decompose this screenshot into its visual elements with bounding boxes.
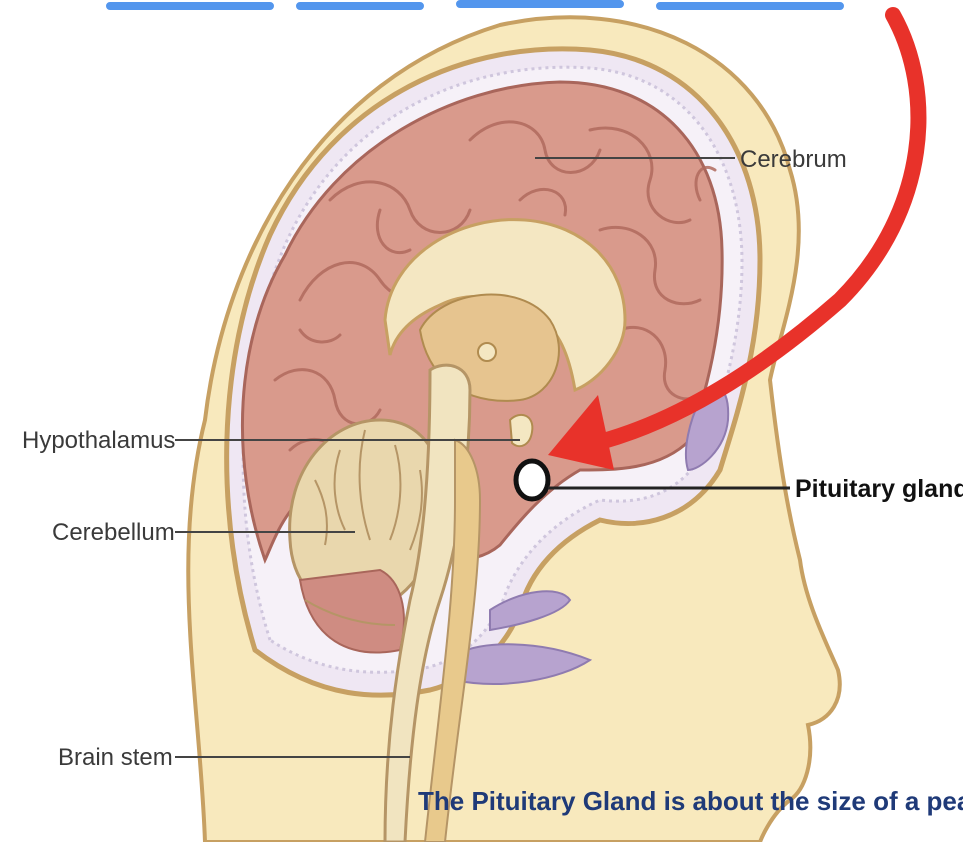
pituitary-gland xyxy=(516,461,548,499)
label-pituitary-gland: Pituitary gland xyxy=(795,475,963,503)
hypothalamus xyxy=(510,415,532,446)
label-hypothalamus: Hypothalamus xyxy=(22,427,175,454)
label-brain-stem: Brain stem xyxy=(58,744,173,771)
label-cerebrum: Cerebrum xyxy=(740,146,847,173)
cropped-title-fragment xyxy=(95,0,885,14)
caption: The Pituitary Gland is about the size of… xyxy=(418,786,963,816)
ventricle-spot xyxy=(478,343,496,361)
label-cerebellum: Cerebellum xyxy=(52,519,175,546)
